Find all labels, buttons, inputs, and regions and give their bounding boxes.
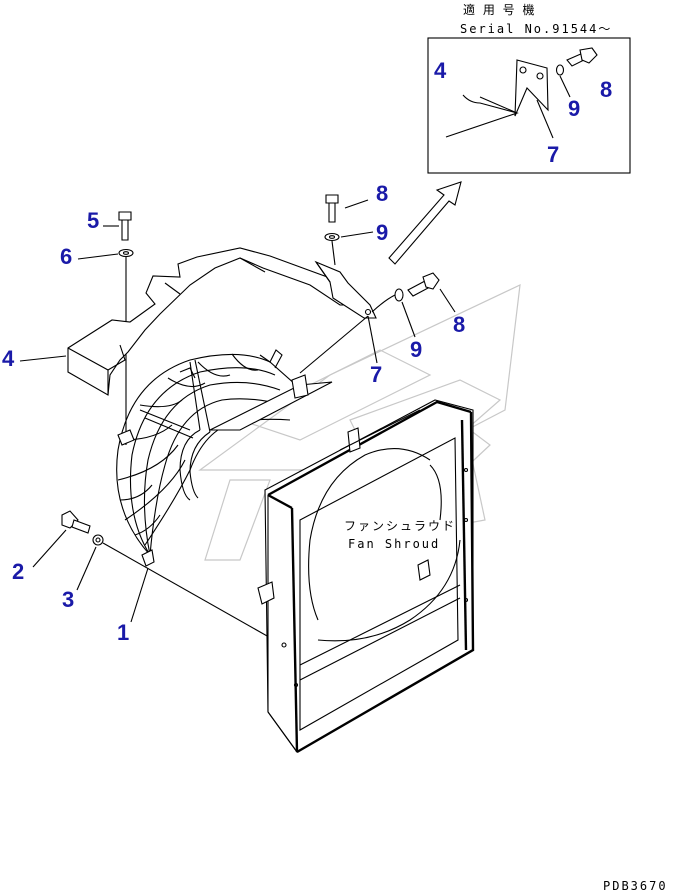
bolt-8-top [325, 194, 339, 223]
bolt-5 [118, 211, 132, 241]
callout-5: 5 [87, 208, 99, 233]
washer-9-side [394, 288, 404, 302]
bolt-8-side [407, 272, 440, 297]
callout-3: 3 [62, 587, 74, 612]
leader-2 [32, 529, 67, 568]
inset-detail-box [427, 37, 631, 174]
callout-1: 1 [117, 620, 129, 645]
upper-cover-plate [67, 247, 367, 396]
fan-shroud-frame [257, 399, 475, 754]
callout-inset-4: 4 [434, 58, 447, 83]
leader-7 [367, 315, 378, 364]
axis-line-bolt [102, 542, 284, 646]
leader-9-top [340, 231, 374, 238]
leader-6 [77, 253, 119, 260]
bolt-2 [61, 510, 91, 534]
callout-8-side: 8 [453, 312, 465, 337]
part-label-jp: ファンシュラウド [344, 519, 456, 533]
callout-4: 4 [2, 346, 15, 371]
serial-header-en: Serial No.91544～ [460, 22, 612, 36]
callout-6: 6 [60, 244, 72, 269]
part-label-en: Fan Shroud [348, 537, 440, 551]
leader-8-side [439, 288, 456, 313]
leader-1 [130, 567, 149, 623]
callout-9-top: 9 [376, 220, 388, 245]
callout-8-top: 8 [376, 181, 388, 206]
leader-9-side [401, 301, 416, 338]
drawing-code: PDB3670 [603, 879, 668, 893]
fan-guard [116, 349, 333, 567]
callout-9-side: 9 [410, 337, 422, 362]
axis-line-9-top [331, 240, 336, 266]
washer-6 [118, 248, 134, 258]
leader-8-top [344, 199, 369, 209]
attach-line-7 [299, 315, 369, 374]
callout-inset-9: 9 [568, 96, 580, 121]
bracket-7 [314, 260, 377, 319]
leader-3 [76, 546, 97, 591]
callout-inset-7: 7 [547, 142, 559, 167]
callout-inset-8: 8 [600, 77, 612, 102]
washer-9-top [324, 232, 340, 242]
washer-3 [92, 534, 104, 546]
callout-2: 2 [12, 559, 24, 584]
leader-4 [19, 355, 67, 362]
pivot-line [371, 294, 396, 313]
callout-7: 7 [370, 362, 382, 387]
serial-header-jp: 適 用 号 機 [463, 2, 536, 17]
direction-arrow [388, 181, 462, 265]
